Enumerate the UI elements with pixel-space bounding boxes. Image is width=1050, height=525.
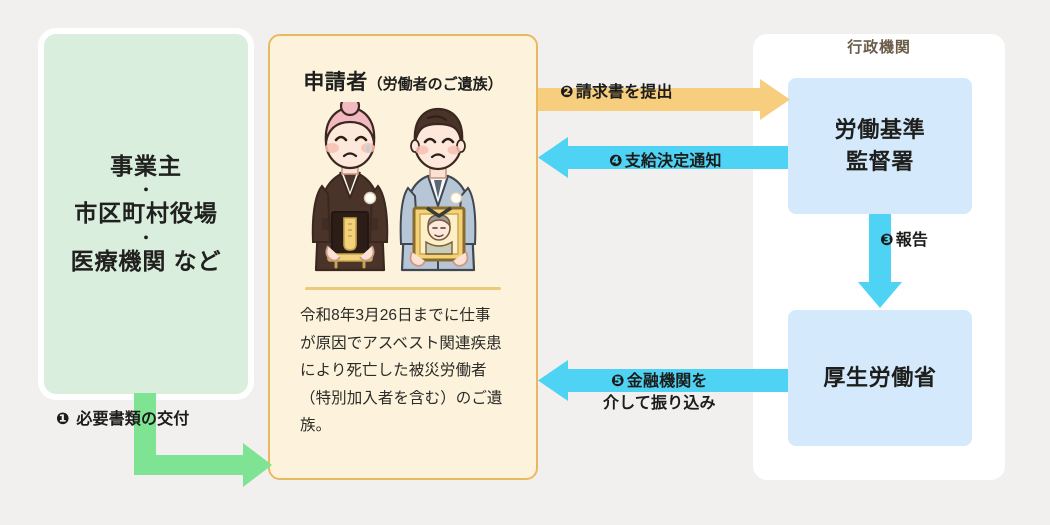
applicant-description: 令和8年3月26日までに仕事が原因でアスベスト関連疾患により死亡した被災労働者（… <box>300 307 503 435</box>
ministry-text: 厚生労働省 <box>823 362 936 394</box>
step-text-2: 請求書を提出 <box>575 84 673 101</box>
card-divider <box>305 287 501 290</box>
bereaved-family-svg <box>311 102 477 272</box>
step-number-1: ❶ <box>56 411 70 428</box>
arrow-step-3 <box>858 214 902 308</box>
arrow-step-2 <box>538 79 790 120</box>
labour-standards-inspection-office-box: 労働基準 監督署 <box>788 78 972 214</box>
applicant-card: 申請者（労働者のご遺族） <box>268 34 538 480</box>
labour-office-text: 労働基準 監督署 <box>835 114 926 178</box>
bereaved-family-illustration <box>288 102 518 277</box>
arrow-step-4 <box>538 137 788 178</box>
sender-separator-1: ・ <box>138 182 154 200</box>
applicant-title-sub: （労働者のご遺族） <box>367 76 503 93</box>
sender-line-1: 事業主 <box>110 152 182 179</box>
step-5-line-2: 介して振り込み <box>603 394 716 412</box>
labour-office-line-2: 監督署 <box>846 149 914 174</box>
ministry-box: 厚生労働省 <box>788 310 972 446</box>
applicant-title-main: 申請者 <box>303 71 368 94</box>
step-text-4: 支給決定通知 <box>624 153 722 170</box>
step-number-2: ❷ <box>560 84 574 101</box>
step-number-4: ❹ <box>609 153 623 170</box>
arrow-step-5 <box>538 360 788 401</box>
step-number-5: ❺ <box>611 373 625 390</box>
step-text-5a: 金融機関を <box>626 373 708 390</box>
senders-card: 事業主 ・ 市区町村役場 ・ 医療機関 など <box>44 34 248 394</box>
senders-card-text: 事業主 ・ 市区町村役場 ・ 医療機関 など <box>71 152 222 276</box>
step-text-1: 必要書類の交付 <box>76 411 190 428</box>
applicant-card-title: 申請者（労働者のご遺族） <box>270 66 536 96</box>
arrow-step-1 <box>134 393 272 487</box>
labour-office-line-1: 労働基準 <box>834 117 926 143</box>
arrow-label-step-1: ❶ 必要書類の交付 <box>56 405 189 429</box>
sender-separator-2: ・ <box>138 229 154 247</box>
ministry-line-1: 厚生労働省 <box>823 365 937 391</box>
sender-line-2: 市区町村役場 <box>74 200 218 227</box>
step-number-3: ❸ <box>880 232 894 249</box>
government-panel-label: 行政機関 <box>847 39 911 56</box>
sender-line-3: 医療機関 など <box>70 247 222 274</box>
step-text-3: 報告 <box>895 232 929 249</box>
